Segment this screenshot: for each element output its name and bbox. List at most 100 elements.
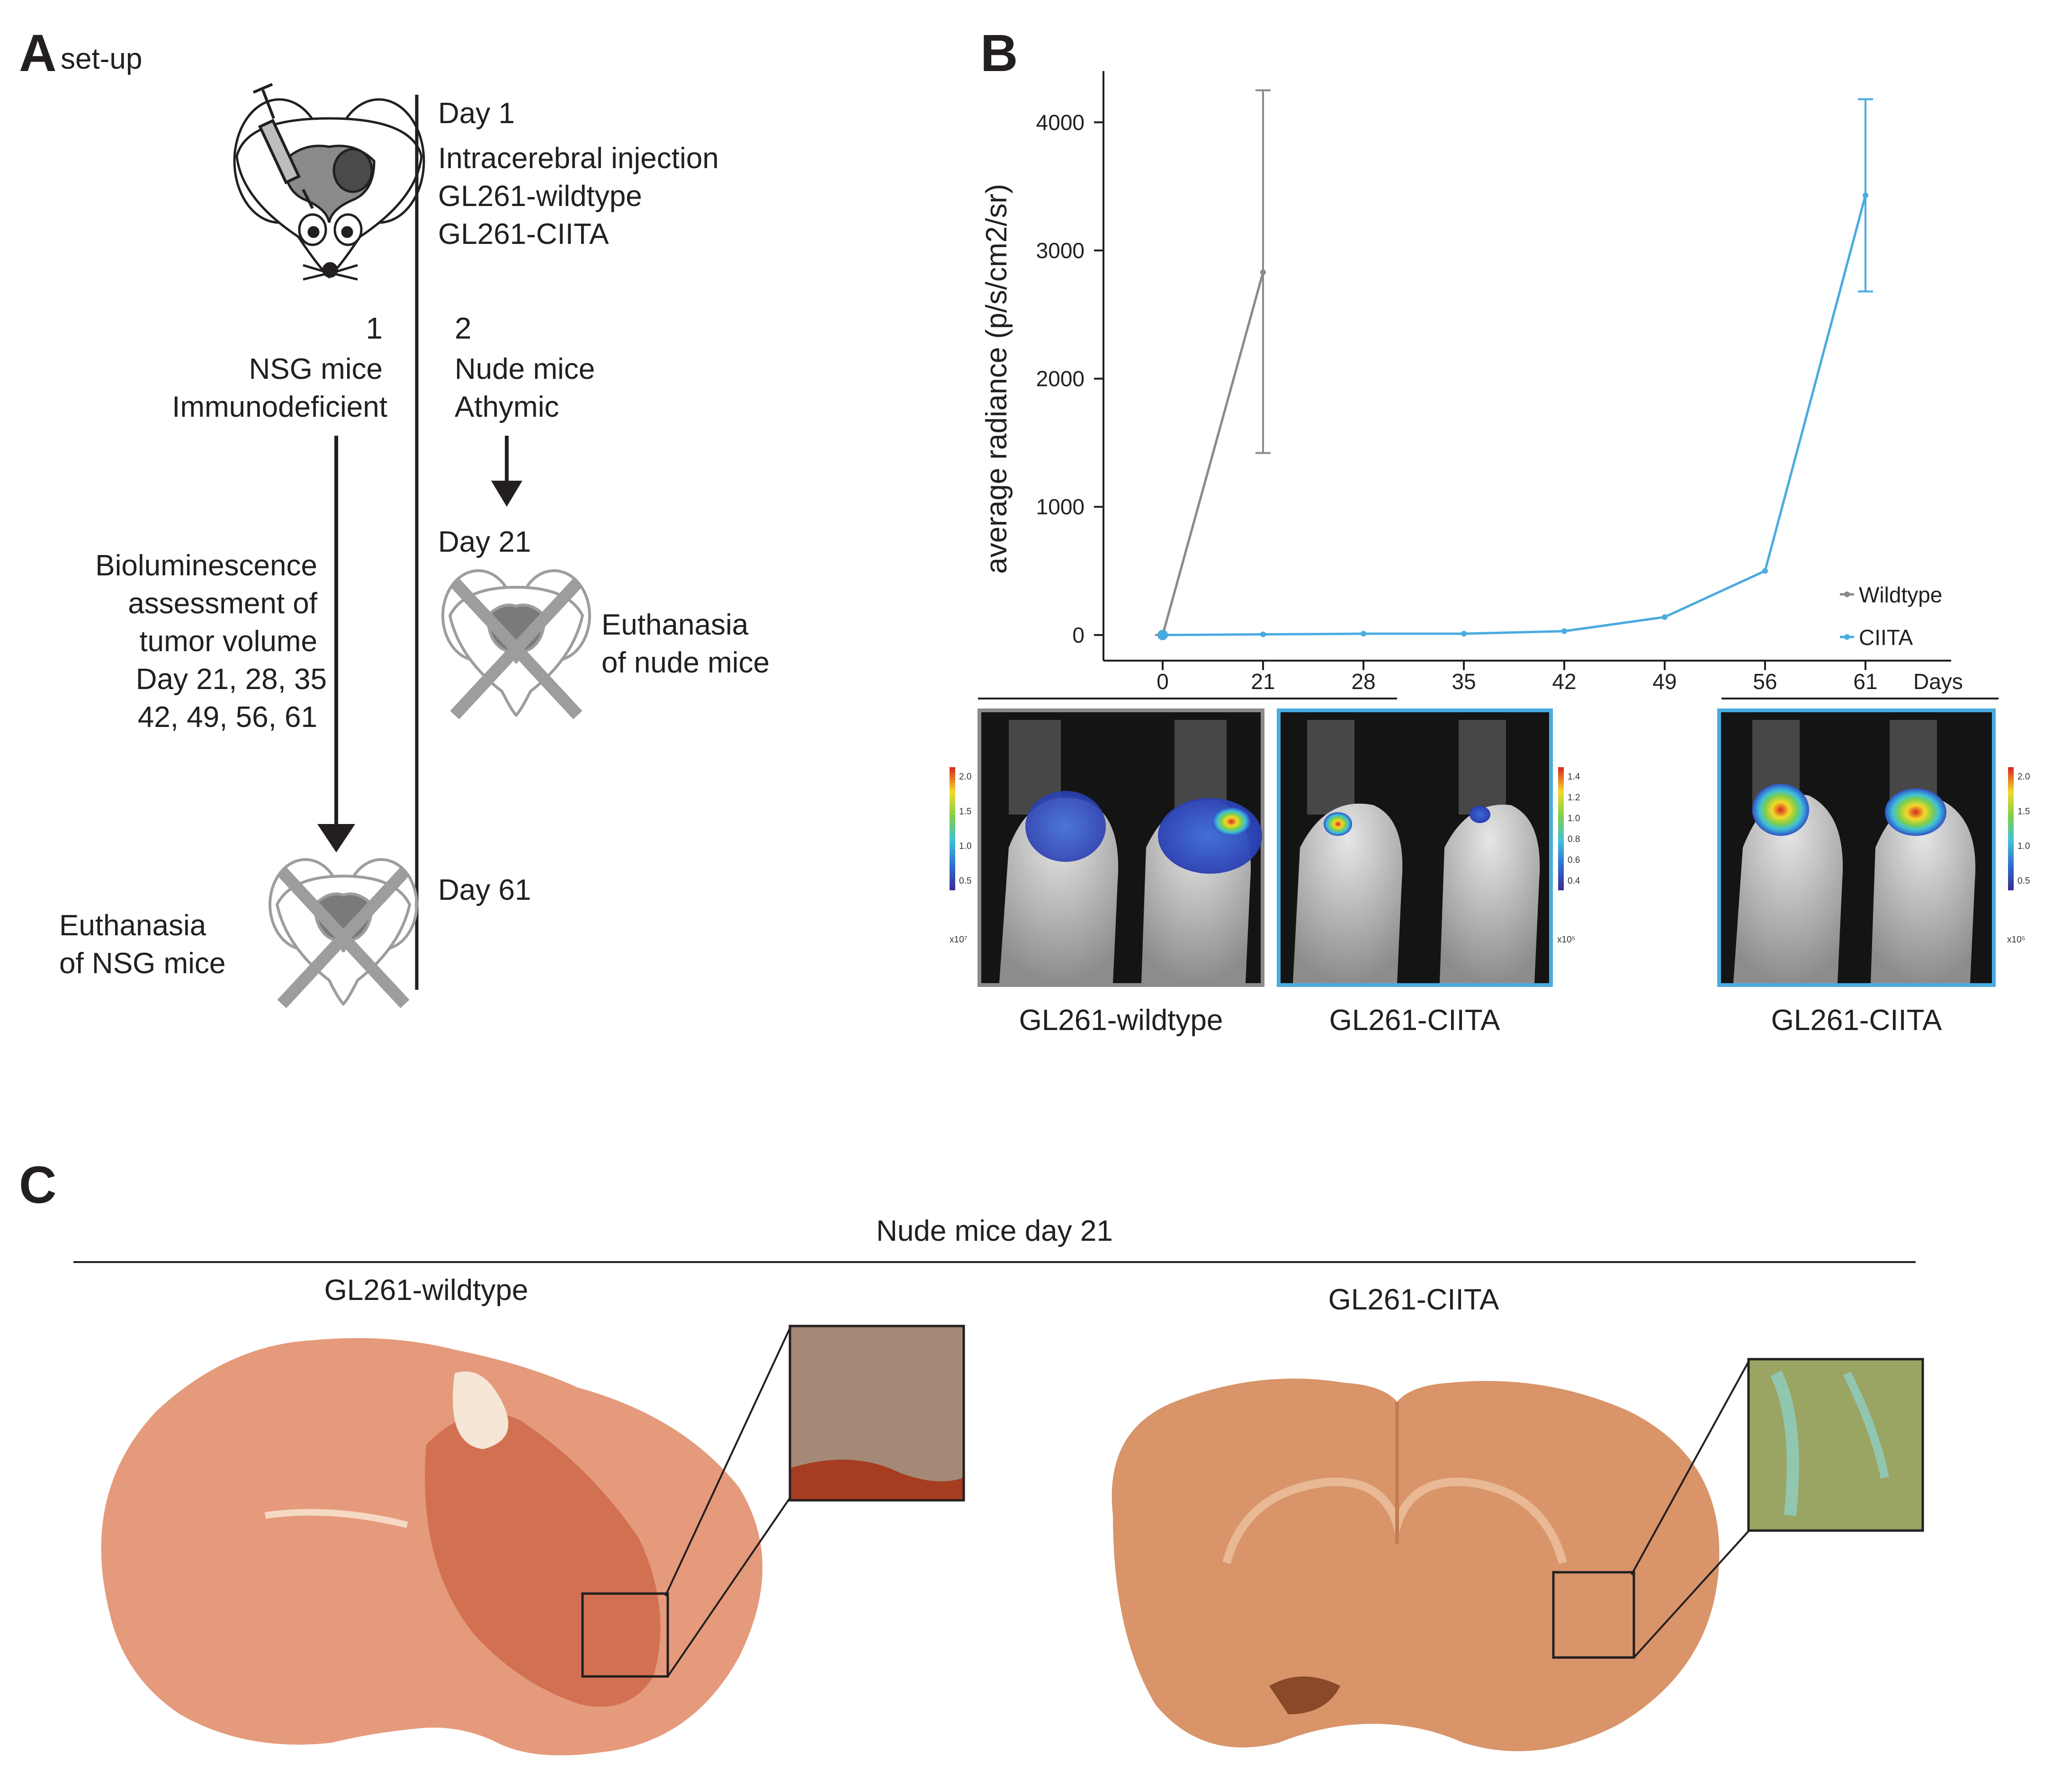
line-wt-label: GL261-wildtype: [438, 180, 642, 213]
wildtype-roi-box: [581, 1592, 669, 1678]
panel-c-header: Nude mice day 21: [876, 1215, 1113, 1247]
group1-desc: Immunodeficient: [172, 391, 387, 423]
series-layer: [1155, 89, 1873, 640]
panel-b-letter: B: [980, 24, 1018, 82]
data-point-ciita: [1863, 192, 1868, 198]
ciita-zoom-line-1: [1631, 1359, 1751, 1575]
colorbar-tick-label: 0.5: [959, 876, 971, 886]
label-ciita: GL261-CIITA: [1328, 1283, 1499, 1316]
wildtype-zoom-line-2: [667, 1496, 792, 1677]
panel-a: A set-up Day 1 Intracere: [19, 24, 770, 1008]
line-ciita-label: GL261-CIITA: [438, 218, 609, 251]
group2-name: Nude mice: [455, 353, 595, 385]
crossed-mouse-nude: [441, 569, 591, 719]
colorbar-3-ticks: 2.01.51.00.5: [2017, 772, 2030, 886]
colorbar-tick-label: 1.0: [1568, 814, 1580, 824]
caption-ciita-61: GL261-CIITA: [1771, 1004, 1942, 1037]
crossed-mouse-nsg: [269, 858, 418, 1008]
data-point-ciita: [1361, 631, 1366, 637]
x-tick-label: 61: [1853, 669, 1877, 694]
bli-image-ciita-61: 2.01.51.00.5 x10⁵: [1717, 708, 2030, 987]
brain-section-wildtype: [101, 1338, 763, 1756]
group1-number: 1: [366, 311, 383, 345]
x-tick-label: 28: [1351, 669, 1375, 694]
nude-arrowhead: [491, 481, 522, 507]
euth-nsg-line-1: Euthanasia: [59, 909, 206, 942]
x-tick-label: 49: [1652, 669, 1676, 694]
legend-wildtype-label: Wildtype: [1859, 582, 1942, 607]
colorbar-tick-label: 0.4: [1568, 876, 1580, 886]
legend-wildtype-marker: [1844, 591, 1850, 597]
colorbar-tick-label: 2.0: [959, 772, 971, 782]
series-line-ciita: [1162, 195, 1867, 636]
bli-image-ciita-21: 1.4 1.2 1.0 0.8 0.6 0.4 x10⁵: [1277, 708, 1580, 987]
colorbar-2-ticks: 1.4 1.2 1.0 0.8 0.6 0.4: [1568, 772, 1580, 886]
bli-line-3: tumor volume: [139, 625, 317, 658]
group1-name: NSG mice: [249, 353, 383, 385]
panel-c: C Nude mice day 21 GL261-wildtype GL261-…: [19, 1156, 1924, 1756]
y-ticks: 0 1000 2000 3000 4000: [1036, 110, 1103, 647]
ciita-zoom-inset: [1747, 1358, 1924, 1532]
data-point-ciita: [1260, 631, 1266, 637]
injection-label: Intracerebral injection: [438, 142, 719, 175]
radiance-line-chart: average radiance (p/s/cm2/sr) 0 1000 2000 3…: [980, 71, 1963, 694]
colorbar-tick-label: 1.5: [2017, 806, 2030, 816]
panel-a-letter: A: [19, 24, 56, 82]
bli-image-wildtype: 2.0 1.5 1.0 0.5 x10⁷: [950, 708, 1264, 987]
bli-line-1: Bioluminescence: [95, 549, 317, 582]
colorbar-1-ticks: 2.0 1.5 1.0 0.5: [959, 772, 971, 886]
nsg-arrowhead: [317, 824, 355, 852]
colorbar-tick-label: 1.0: [959, 842, 971, 851]
data-point-ciita: [1157, 629, 1168, 640]
syringe-icon: [252, 83, 314, 209]
colorbar-tick-label: 2.0: [2017, 772, 2030, 782]
y-tick-label: 0: [1072, 623, 1085, 647]
legend-ciita-marker: [1844, 634, 1850, 640]
colorbar-tick-label: 1.5: [959, 806, 971, 816]
label-wildtype: GL261-wildtype: [324, 1274, 529, 1307]
colorbar-tick-label: 1.0: [2017, 842, 2030, 851]
colorbar-3-exponent: x10⁵: [2007, 935, 2026, 945]
y-axis-title: average radiance (p/s/cm2/sr): [980, 184, 1013, 574]
data-point-ciita: [1461, 631, 1467, 637]
caption-wildtype: GL261-wildtype: [1019, 1004, 1223, 1037]
bli-line-5: 42, 49, 56, 61: [138, 701, 317, 734]
colorbar-tick-label: 1.4: [1568, 772, 1580, 782]
panel-b: B average radiance (p/s/cm2/sr) 0 1000 200…: [950, 24, 2030, 1037]
x-axis-unit: Days: [1913, 669, 1963, 694]
data-point-ciita: [1762, 568, 1768, 574]
wildtype-zoom-inset: [789, 1325, 965, 1502]
day1-label: Day 1: [438, 97, 515, 130]
panel-c-letter: C: [19, 1156, 56, 1214]
x-tick-label: 56: [1753, 669, 1777, 694]
group2-number: 2: [455, 311, 472, 345]
day21-label: Day 21: [438, 526, 531, 558]
y-tick-label: 4000: [1036, 110, 1085, 134]
colorbar-tick-label: 0.6: [1568, 855, 1580, 865]
legend-ciita-label: CIITA: [1859, 625, 1913, 650]
x-tick-label: 35: [1452, 669, 1476, 694]
x-tick-label: 21: [1251, 669, 1275, 694]
data-point-ciita: [1662, 614, 1668, 620]
data-point-wildtype: [1260, 269, 1266, 275]
colorbar-1-exponent: x10⁷: [950, 935, 968, 945]
data-point-ciita: [1561, 628, 1567, 634]
y-tick-label: 3000: [1036, 238, 1085, 263]
caption-ciita-21: GL261-CIITA: [1329, 1004, 1500, 1037]
euth-nude-line-2: of nude mice: [601, 646, 770, 679]
wildtype-zoom-line-1: [664, 1326, 792, 1596]
series-line-wildtype: [1161, 272, 1264, 636]
x-tick-label: 0: [1156, 669, 1169, 694]
colorbar-tick-label: 0.8: [1568, 834, 1580, 844]
ciita-zoom-line-2: [1633, 1529, 1751, 1658]
euth-nude-line-1: Euthanasia: [601, 609, 749, 641]
y-tick-label: 2000: [1036, 367, 1085, 391]
y-tick-label: 1000: [1036, 494, 1085, 519]
day61-label: Day 61: [438, 874, 531, 906]
bli-line-2: assessment of: [128, 587, 318, 620]
colorbar-tick-label: 1.2: [1568, 793, 1580, 803]
bli-assessment-text: Bioluminescence assessment of tumor volu…: [95, 549, 327, 734]
brain-section-ciita: [1112, 1379, 1720, 1751]
colorbar-2-exponent: x10⁵: [1557, 935, 1576, 945]
